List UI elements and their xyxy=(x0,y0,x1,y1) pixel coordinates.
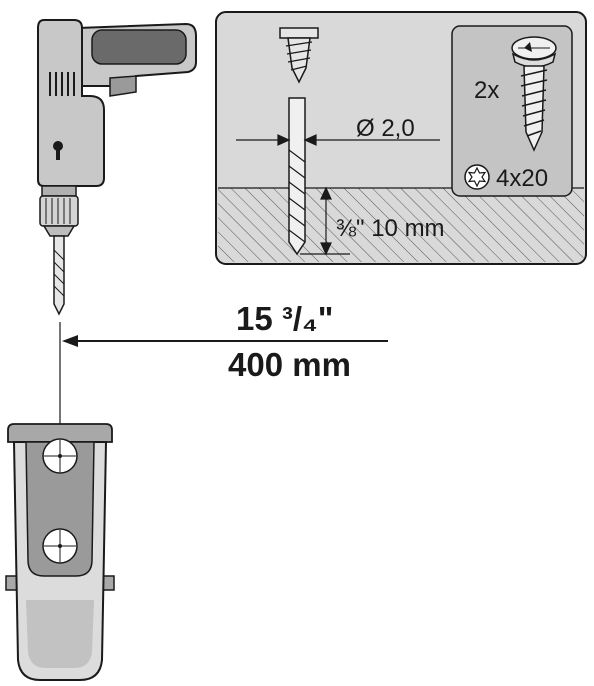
distance-imperial-label: 15 ³/₄" xyxy=(236,300,333,337)
screw-size-label: 4x20 xyxy=(496,165,548,192)
drill-depth-label: ⅜" 10 mm xyxy=(336,215,445,242)
panel-drill-bit xyxy=(288,97,306,256)
distance-arrow xyxy=(62,335,388,347)
distance-metric-label: 400 mm xyxy=(228,346,351,383)
screw-icon xyxy=(511,36,557,152)
drill-illustration xyxy=(37,19,197,316)
drill-diameter-label: Ø 2,0 xyxy=(356,115,415,142)
depth-dimension xyxy=(300,186,350,256)
small-screw-icon xyxy=(279,27,319,84)
detail-panel: Ø 2,0 ⅜" 10 mm 2x xyxy=(215,11,587,265)
mounting-hole xyxy=(42,438,78,474)
diameter-dimension xyxy=(236,134,440,146)
mounting-hole xyxy=(42,528,78,564)
torx-icon xyxy=(464,164,490,190)
screw-quantity-label: 2x xyxy=(474,77,499,104)
